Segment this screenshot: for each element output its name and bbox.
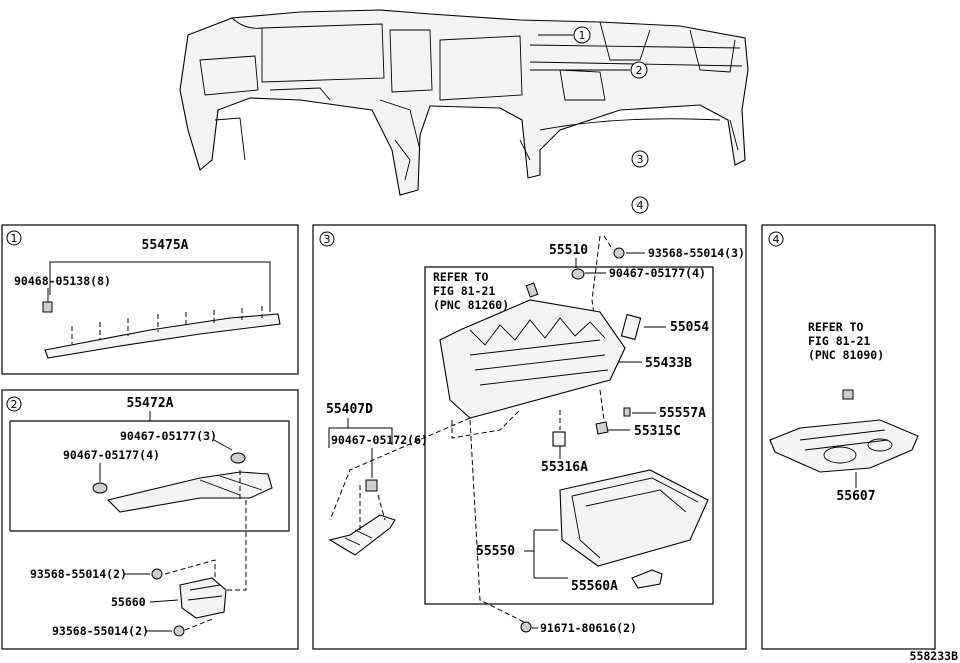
part-label-55560A: 55560A bbox=[571, 579, 618, 594]
panel-number: 1 bbox=[11, 232, 18, 245]
refer-line-3: (PNC 81260) bbox=[433, 298, 509, 312]
panel-number: 4 bbox=[773, 233, 780, 246]
refer-line-3: (PNC 81090) bbox=[808, 348, 884, 362]
part-label-55407D: 55407D bbox=[326, 402, 373, 417]
part-label-55433B: 55433B bbox=[645, 356, 692, 371]
refer-line-1: REFER TO bbox=[808, 320, 863, 334]
part-label-55054: 55054 bbox=[670, 320, 709, 335]
callout-4: 4 bbox=[631, 196, 649, 214]
part-label-93568-55014-3: 93568-55014(3) bbox=[648, 246, 745, 260]
panel-2: 2 55472A 90467-05177(3) 90467-05177(4) 9… bbox=[1, 389, 299, 650]
svg-text:1: 1 bbox=[579, 29, 586, 42]
svg-text:2: 2 bbox=[636, 64, 643, 77]
panel-3: 3 REFER TO FIG 81-21 (PNC 81260) 55510 9… bbox=[312, 224, 747, 650]
part-label-55557A: 55557A bbox=[659, 406, 706, 421]
part-label-90467-05177-3: 90467-05177(3) bbox=[120, 429, 217, 443]
refer-line-1: REFER TO bbox=[433, 270, 488, 284]
callout-2: 2 bbox=[630, 61, 648, 79]
part-label-55472A: 55472A bbox=[127, 396, 174, 411]
part-label-55475A: 55475A bbox=[142, 238, 189, 253]
part-label-55510: 55510 bbox=[549, 243, 588, 258]
diagram-id: 558233B bbox=[910, 649, 959, 663]
panel-4: 4 REFER TO FIG 81-21 (PNC 81090) 55607 bbox=[761, 224, 936, 650]
part-label-93568-55014-2b: 93568-55014(2) bbox=[52, 624, 149, 638]
part-label-90467-05172-6: 90467-05172(6) bbox=[331, 433, 428, 447]
part-label-55316A: 55316A bbox=[541, 460, 588, 475]
part-label-93568-55014-2a: 93568-55014(2) bbox=[30, 567, 127, 581]
callout-3: 3 bbox=[631, 150, 649, 168]
svg-text:3: 3 bbox=[637, 153, 644, 166]
svg-text:4: 4 bbox=[637, 199, 644, 212]
clip-leaders bbox=[71, 306, 263, 344]
part-label-55550: 55550 bbox=[476, 544, 515, 559]
instrument-panel-assembly bbox=[179, 9, 749, 196]
panel-number: 3 bbox=[324, 233, 331, 246]
part-label-90467-05177-4: 90467-05177(4) bbox=[63, 448, 160, 462]
part-label-90468-05138: 90468-05138(8) bbox=[14, 274, 111, 288]
panel-1: 1 55475A 90468-05138(8) bbox=[1, 224, 299, 375]
part-label-55315C: 55315C bbox=[634, 424, 681, 439]
callout-1: 1 bbox=[573, 26, 591, 44]
part-label-91671-80616-2: 91671-80616(2) bbox=[540, 621, 637, 635]
refer-line-2: FIG 81-21 bbox=[808, 334, 870, 348]
refer-line-2: FIG 81-21 bbox=[433, 284, 495, 298]
panel-number: 2 bbox=[11, 398, 18, 411]
part-label-90467-05177-4-p3: 90467-05177(4) bbox=[609, 266, 706, 280]
part-label-55607: 55607 bbox=[836, 489, 875, 504]
part-label-55660: 55660 bbox=[111, 595, 146, 609]
